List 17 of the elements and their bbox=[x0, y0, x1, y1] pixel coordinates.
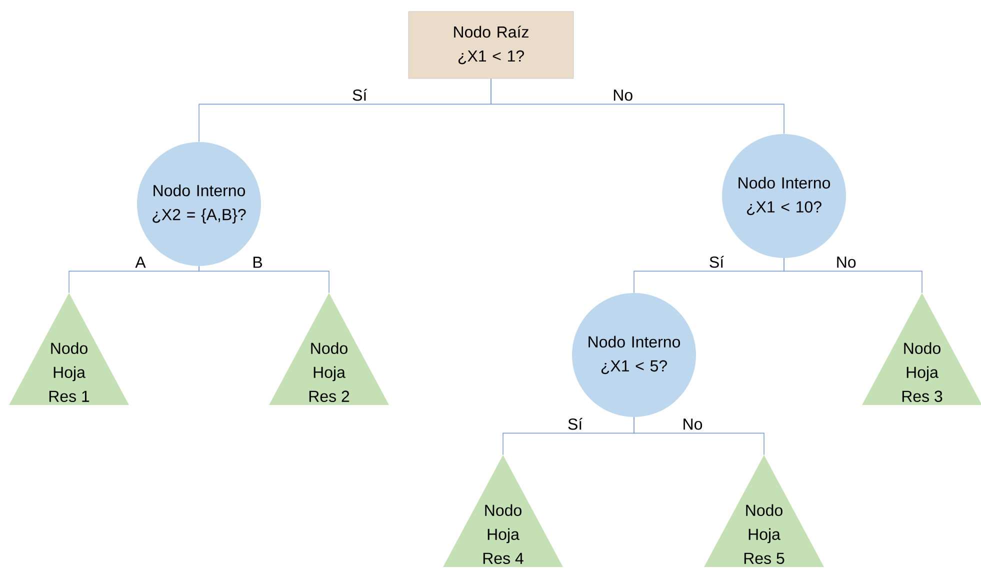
edge-label: Sí bbox=[566, 416, 584, 431]
leaf-triangle: Nodo Hoja Res 4 bbox=[443, 454, 563, 567]
connector-line bbox=[634, 416, 764, 456]
connector-line bbox=[490, 78, 784, 134]
leaf-triangle: Nodo Hoja Res 2 bbox=[269, 292, 389, 405]
edge-label: No bbox=[612, 88, 634, 102]
edge-label: No bbox=[834, 256, 858, 269]
root-box: Nodo Raíz ¿X1 < 1? bbox=[408, 11, 574, 79]
leaf-triangle: Nodo Hoja Res 3 bbox=[862, 292, 981, 405]
edge-label: No bbox=[681, 418, 704, 431]
leaf-triangle: Nodo Hoja Res 5 bbox=[704, 454, 824, 567]
edge-label: Sí bbox=[351, 88, 368, 102]
leaf-triangle: Nodo Hoja Res 1 bbox=[9, 292, 129, 405]
connector-line bbox=[784, 258, 922, 294]
edge-label: A bbox=[134, 256, 147, 269]
connector-line bbox=[198, 266, 330, 294]
edge-label: B bbox=[251, 256, 264, 269]
